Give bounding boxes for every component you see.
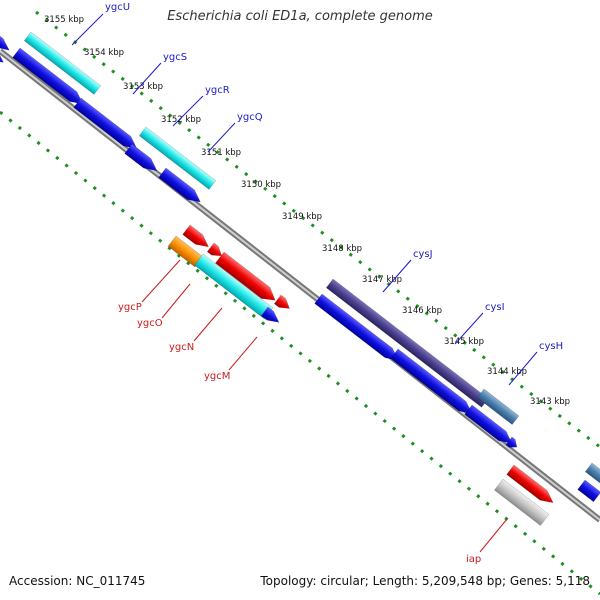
kbp-tick-label: 3149 kbp bbox=[282, 212, 322, 222]
kbp-tick-label: 3150 kbp bbox=[241, 180, 281, 190]
gene-arrow-ygcU bbox=[23, 31, 102, 95]
gene-arrow-ygcQ2 bbox=[158, 167, 201, 203]
gene-arrow-edge-right2 bbox=[577, 479, 600, 503]
inner-tick-track bbox=[0, 110, 600, 596]
gene-arrow-cysI2 bbox=[390, 348, 473, 414]
gene-label-leader bbox=[141, 259, 181, 303]
gene-labels: ygcU ygcS ygcR ygcQ cysJ cysI cysH ygcP ygcO ygcN… bbox=[71, 2, 563, 565]
gene-label-leader bbox=[228, 336, 258, 371]
gene-arrow-cysH2 bbox=[464, 404, 513, 444]
gene-label-ygcP: ygcP bbox=[118, 302, 142, 313]
gene-label-leader bbox=[193, 307, 223, 342]
gene-label-leader bbox=[382, 259, 412, 293]
gene-arrow-ygcR bbox=[138, 126, 217, 190]
gene-label-leader bbox=[454, 312, 484, 345]
kbp-tick-labels: 3155 kbp 3154 kbp 3153 kbp 3152 kbp 3151 kbp… bbox=[44, 15, 570, 407]
gene-label-ygcM: ygcM bbox=[204, 371, 230, 382]
gene-arrow-cysJ bbox=[325, 278, 489, 408]
kbp-tick-label: 3144 kbp bbox=[487, 367, 527, 377]
kbp-tick-label: 3154 kbp bbox=[84, 48, 124, 58]
gene-arrow-ygcM-a bbox=[273, 294, 290, 309]
kbp-tick-label: 3152 kbp bbox=[161, 115, 201, 125]
gene-label-ygcR: ygcR bbox=[205, 85, 230, 96]
gene-arrow-ygcP-a bbox=[182, 224, 209, 248]
kbp-tick-label: 3143 kbp bbox=[530, 397, 570, 407]
outer-tick-track bbox=[35, 10, 600, 449]
gene-arrow-ygcO bbox=[215, 251, 276, 301]
kbp-tick-label: 3153 kbp bbox=[123, 82, 163, 92]
kbp-tick-label: 3155 kbp bbox=[44, 15, 84, 25]
gene-label-leader bbox=[172, 95, 204, 127]
kbp-tick-label: 3145 kbp bbox=[444, 337, 484, 347]
gene-label-ygcN: ygcN bbox=[169, 342, 194, 353]
gene-label-ygcS: ygcS bbox=[163, 52, 187, 63]
gene-arrow-iap-red bbox=[506, 464, 554, 504]
gene-label-leader bbox=[207, 122, 236, 153]
gene-features bbox=[0, 29, 600, 526]
gene-label-leader bbox=[71, 13, 104, 46]
kbp-tick-label: 3151 kbp bbox=[201, 148, 241, 158]
kbp-tick-label: 3147 kbp bbox=[362, 275, 402, 285]
accession-label: Accession: NC_011745 bbox=[9, 574, 146, 588]
gene-arrow-cysH bbox=[476, 388, 520, 425]
gene-label-cysJ: cysJ bbox=[413, 249, 433, 260]
gene-arrow-ygcQ bbox=[124, 143, 158, 172]
gene-label-ygcO: ygcO bbox=[137, 318, 163, 329]
map-title: Escherichia coli ED1a, complete genome bbox=[167, 9, 433, 24]
gene-label-ygcU: ygcU bbox=[105, 2, 130, 13]
topology-summary: Topology: circular; Length: 5,209,548 bp… bbox=[260, 574, 590, 588]
gene-label-leader bbox=[508, 351, 538, 386]
gene-arrow-ygcN bbox=[194, 253, 274, 320]
kbp-tick-label: 3148 kbp bbox=[322, 244, 362, 254]
gene-label-leader bbox=[161, 283, 191, 319]
gene-arrow-edge-right bbox=[584, 462, 600, 485]
gene-arrow-ygcM bbox=[260, 306, 280, 323]
kbp-tick-label: 3146 kbp bbox=[402, 306, 442, 316]
gene-arrow-ygcP bbox=[167, 235, 204, 268]
gene-label-cysH: cysH bbox=[539, 341, 563, 352]
gene-label-ygcQ: ygcQ bbox=[237, 112, 263, 123]
gene-label-iap: iap bbox=[466, 554, 481, 565]
gene-arrow-ygcP-b bbox=[206, 242, 223, 257]
gene-label-leader bbox=[479, 518, 508, 553]
gene-label-leader bbox=[132, 62, 162, 95]
gene-arrow-ygcS2 bbox=[73, 97, 138, 149]
gene-arrow-small bbox=[505, 436, 518, 448]
gene-arrow-ygcS bbox=[12, 47, 84, 105]
gene-label-cysI: cysI bbox=[485, 302, 505, 313]
gene-arrow-edge-top bbox=[0, 29, 10, 51]
genome-backbone-highlight bbox=[0, 50, 600, 521]
gene-arrow-iap bbox=[494, 478, 550, 526]
